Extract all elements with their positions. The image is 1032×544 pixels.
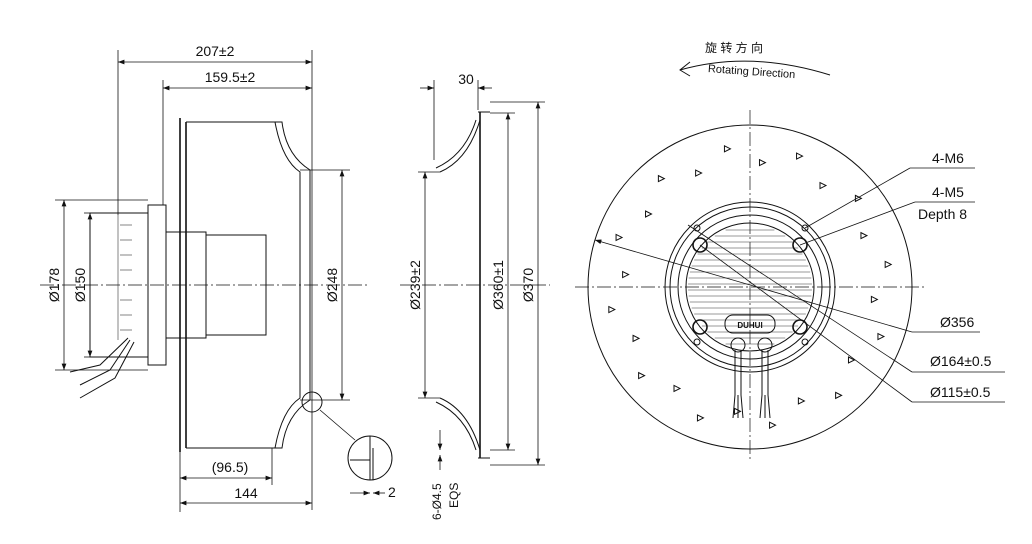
rotation-label-cn: 旋 转 方 向 <box>705 40 763 55</box>
blade-mark <box>638 371 646 380</box>
blade-mark <box>884 260 893 269</box>
front-view: DUHUI 旋 转 方 向 Rotating Direction 4-M6 4-… <box>575 40 1005 460</box>
balance-marks <box>608 145 893 429</box>
impeller-outline <box>587 124 913 450</box>
overall-length-dim: 207±2 <box>196 43 235 59</box>
blade-mark <box>854 194 863 203</box>
blade-mark <box>870 295 879 304</box>
blade-mark <box>796 152 804 160</box>
rim-width-dim: 30 <box>458 71 474 87</box>
blade-mark <box>819 181 828 190</box>
inlet-dia-dim: Ø248 <box>324 268 340 302</box>
blade-mark <box>835 391 843 400</box>
section-view: 30 Ø239±2 Ø360±1 Ø370 6-Ø4.5 EQS <box>400 71 550 520</box>
backplate <box>179 118 187 452</box>
blade-mark <box>847 356 856 364</box>
cable-glands <box>730 337 773 419</box>
holes-eqs-label: EQS <box>447 483 461 508</box>
blade-mark <box>657 174 666 183</box>
motor-outer-dia-dim: Ø178 <box>46 268 62 302</box>
rim-inner-dia-dim: Ø360±1 <box>490 260 506 310</box>
rotation-arrow <box>679 60 831 76</box>
blade-mark <box>645 210 653 218</box>
blade-mark <box>877 332 886 341</box>
blade-mark <box>615 233 624 242</box>
bolt-circle-inner-label: Ø115±0.5 <box>930 384 991 400</box>
logo-text: DUHUI <box>737 321 762 330</box>
blade-mark <box>758 158 767 167</box>
cables <box>69 337 135 399</box>
rim-outer-dia-dim: Ø370 <box>520 268 536 302</box>
detail-thickness-dim: 2 <box>388 484 396 500</box>
motor-inner-dia-dim: Ø150 <box>72 268 88 302</box>
logo-plate <box>724 314 776 334</box>
blade-mark <box>673 384 682 393</box>
rotation-label-en: Rotating Direction <box>708 63 796 81</box>
blade-mark <box>797 397 806 405</box>
impeller-dia-label: Ø356 <box>940 314 974 330</box>
blade-mark <box>622 270 630 279</box>
motor-fins <box>120 224 132 331</box>
blade-mark <box>608 305 616 314</box>
partial-length-dim: (96.5) <box>212 459 249 475</box>
blade-mark <box>723 145 732 153</box>
thread-m5-label: 4-M5 <box>932 184 964 200</box>
section-inlet-dia-dim: Ø239±2 <box>407 260 423 310</box>
blade-mark <box>860 231 869 240</box>
thread-m5-depth: Depth 8 <box>918 206 967 222</box>
impeller-length-dim: 159.5±2 <box>205 69 256 85</box>
blade-mark <box>695 169 703 177</box>
thread-m6-label: 4-M6 <box>932 150 964 166</box>
blade-mark <box>769 421 777 429</box>
blade-mark <box>632 334 641 343</box>
bolt-circle-outer-label: Ø164±0.5 <box>930 353 992 369</box>
mount-holes <box>692 224 809 346</box>
inlet-ring <box>439 119 481 451</box>
holes-dim: 6-Ø4.5 <box>430 483 444 520</box>
blade-mark <box>734 407 742 416</box>
side-view: 207±2 159.5±2 Ø178 Ø150 Ø248 (96.5) 144 … <box>40 43 396 512</box>
detail-marker <box>301 391 323 413</box>
base-length-dim: 144 <box>234 485 258 501</box>
motor-hatch <box>688 229 812 345</box>
blade-mark <box>696 414 705 422</box>
